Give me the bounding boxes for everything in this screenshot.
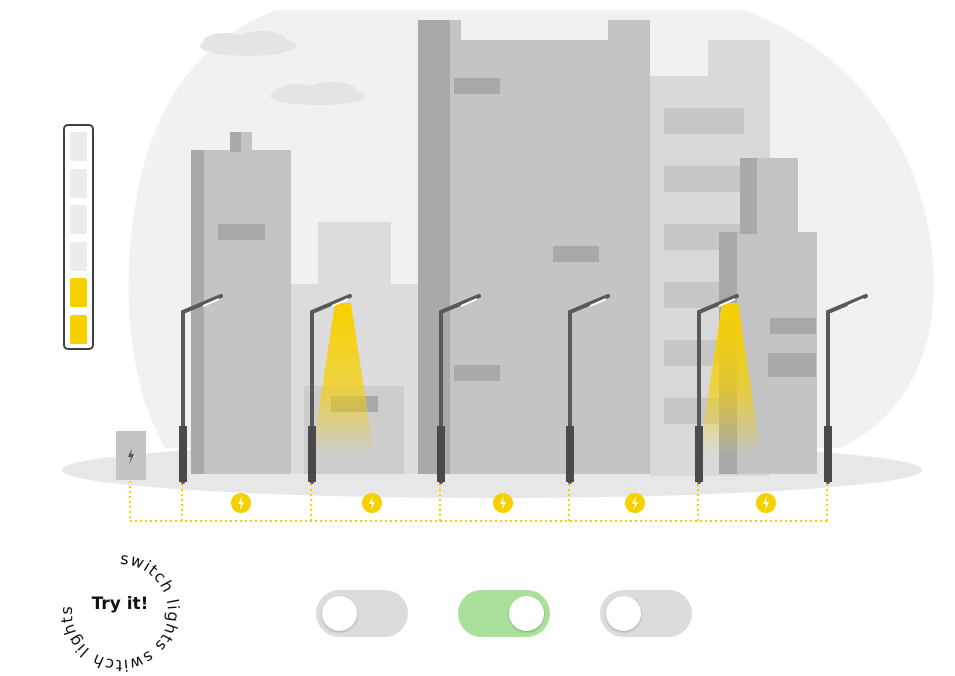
lamp-pole	[439, 294, 481, 484]
city-scene	[62, 10, 934, 522]
lightning-bolt-icon	[128, 448, 134, 465]
toggle-knob	[606, 596, 641, 631]
battery-cell	[70, 168, 87, 198]
lamp-pole	[181, 294, 223, 484]
power-connector	[756, 493, 776, 513]
street-lamp	[179, 294, 223, 484]
building	[331, 20, 650, 474]
toggle-3[interactable]	[600, 590, 692, 637]
toggle-knob	[509, 596, 544, 631]
lamp-pole	[697, 294, 739, 484]
battery-cell	[70, 132, 87, 161]
power-connector	[493, 493, 513, 513]
battery-cell	[70, 241, 87, 271]
lightning-bolt-icon	[632, 496, 638, 510]
cloud	[270, 82, 366, 105]
lamp-base	[437, 426, 445, 482]
lamp-base	[179, 426, 187, 482]
power-box	[116, 431, 146, 480]
street-lamp	[308, 294, 374, 484]
street-lamp	[437, 294, 481, 484]
street-lamp	[695, 294, 761, 484]
power-connector	[231, 493, 251, 513]
lamp-pole	[568, 294, 610, 484]
lightning-bolt-icon	[238, 496, 244, 510]
lightning-bolt-icon	[369, 496, 375, 510]
lamp-pole	[310, 294, 352, 484]
lamp-base	[566, 426, 574, 482]
lamp-base	[824, 426, 832, 482]
lamp-head	[331, 298, 349, 307]
lightning-bolt-icon	[763, 496, 769, 510]
light-beam	[699, 303, 761, 455]
lamp-head	[718, 298, 736, 307]
try-it-label: Try it!	[91, 594, 149, 614]
lamp-base	[308, 426, 316, 482]
cloud	[200, 31, 296, 56]
lamp-base	[695, 426, 703, 482]
building	[191, 132, 291, 474]
toggle-knob	[322, 596, 357, 631]
toggle-2[interactable]	[458, 590, 550, 637]
lamp-head	[589, 298, 607, 307]
try-it-badge: switch lights switch lights	[57, 549, 182, 675]
lamp-pole	[826, 294, 868, 484]
toggle-1[interactable]	[316, 590, 408, 637]
battery-cell	[70, 314, 87, 344]
lamp-head	[847, 298, 865, 307]
power-connector	[362, 493, 382, 513]
lamp-head	[460, 298, 478, 307]
lamp-head	[202, 298, 220, 307]
street-lamp	[566, 294, 610, 484]
battery-cell	[70, 205, 87, 234]
power-connector	[625, 493, 645, 513]
battery-level	[63, 124, 94, 350]
street-lamp	[824, 294, 868, 484]
lightning-bolt-icon	[500, 496, 506, 510]
power-wiring	[129, 481, 829, 522]
light-beam	[312, 303, 374, 455]
battery-cell	[70, 278, 87, 307]
